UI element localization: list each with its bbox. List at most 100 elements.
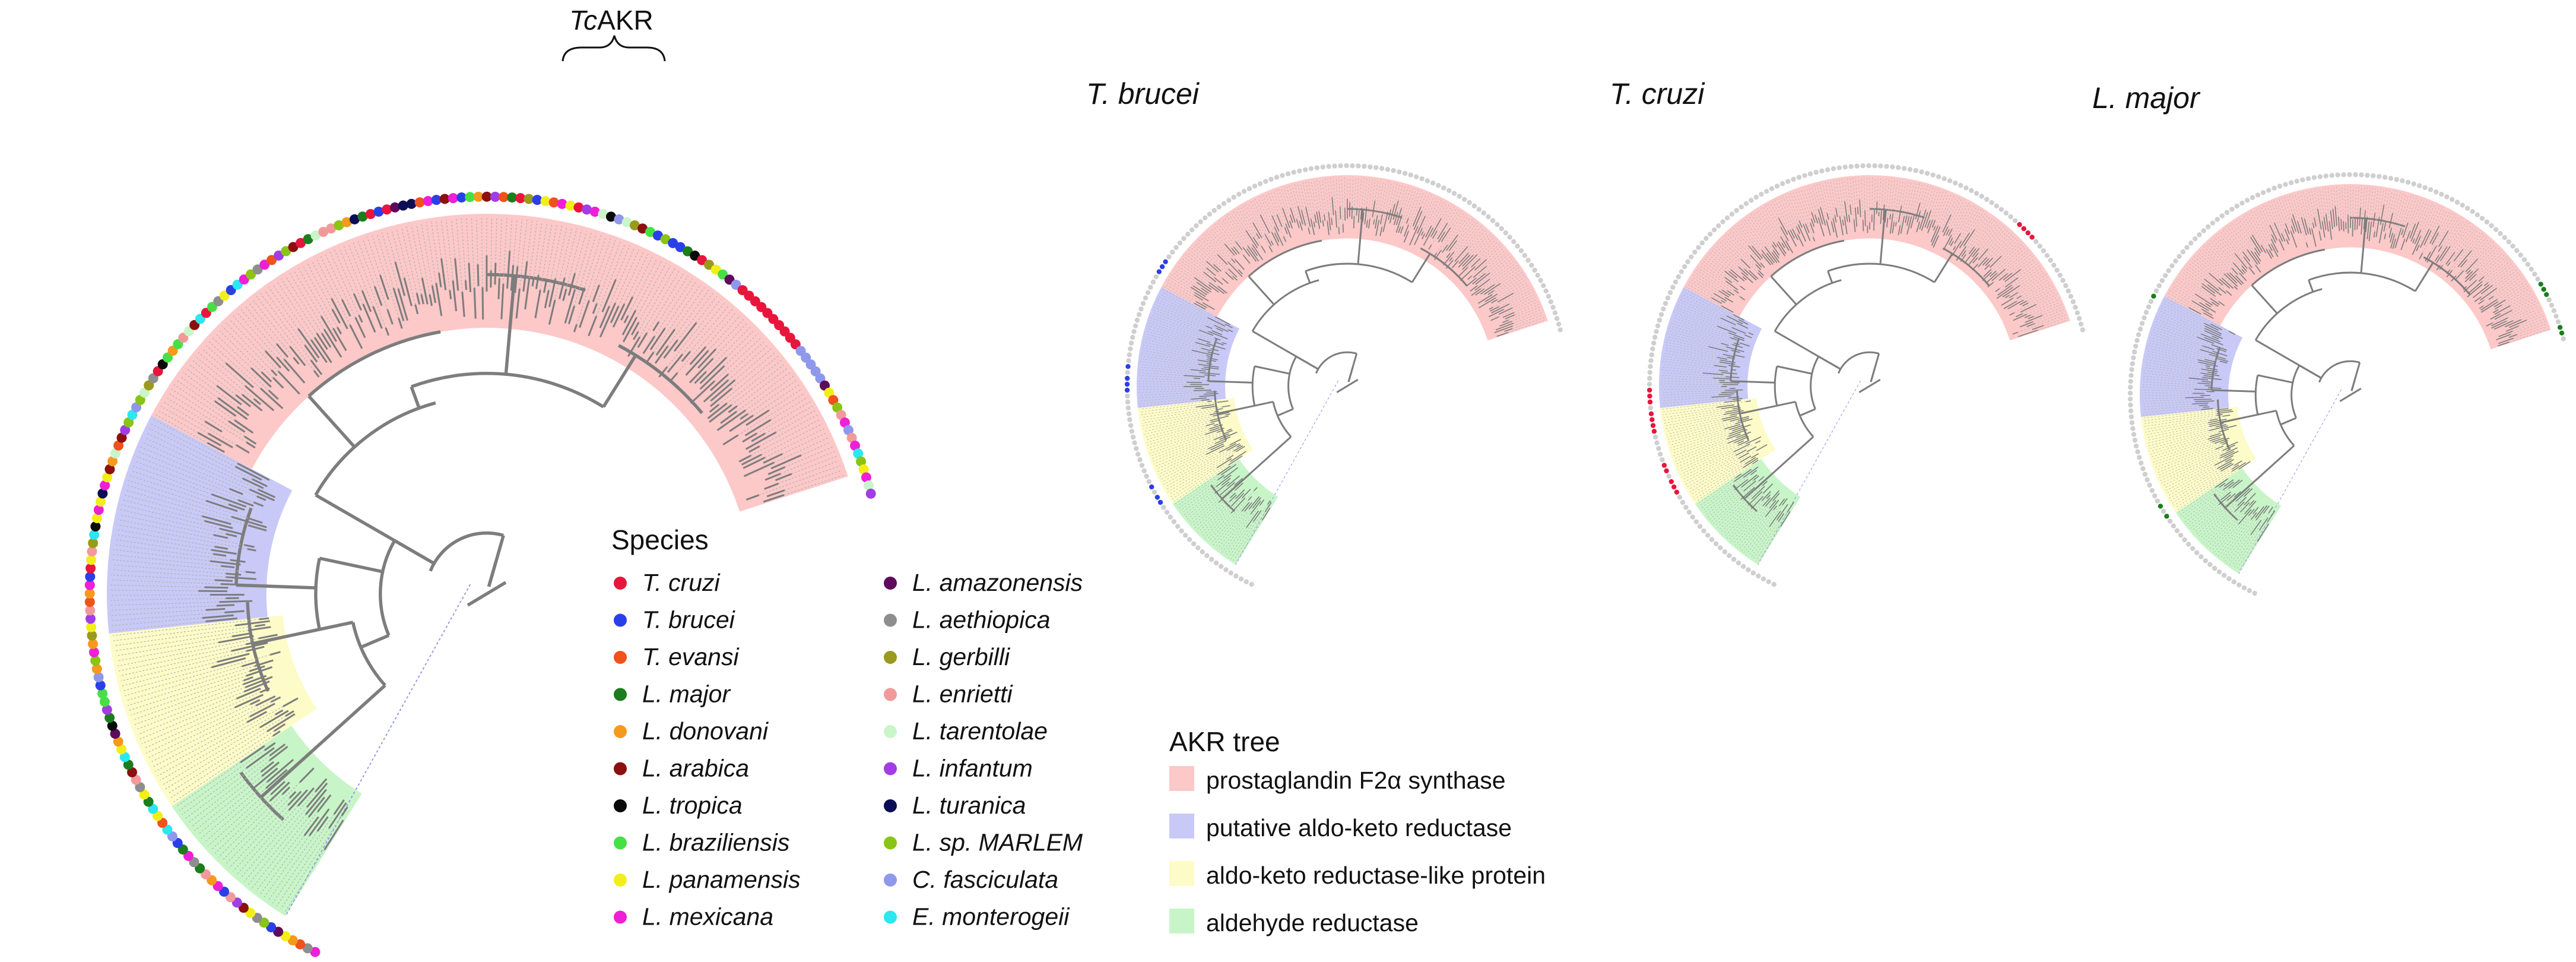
terminal-branch [268, 390, 279, 400]
terminal-branch [246, 645, 265, 652]
tip-dot [1683, 505, 1689, 510]
terminal-branch [211, 549, 237, 555]
terminal-branch [1987, 281, 1994, 288]
tip-dot [439, 194, 450, 204]
terminal-branch [1264, 502, 1272, 512]
terminal-branch [2001, 298, 2014, 306]
tip-dot [1128, 346, 1133, 352]
tip-leader-line [784, 470, 842, 491]
tip-leader-line [2512, 298, 2536, 311]
tip-dot [97, 688, 108, 699]
terminal-branch [1713, 377, 1732, 380]
terminal-branch [246, 747, 275, 769]
tip-leader-line [1737, 224, 1762, 255]
terminal-branch [1270, 240, 1274, 245]
terminal-branch [2019, 300, 2027, 306]
tip-dot [382, 204, 392, 215]
terminal-branch [592, 284, 600, 302]
tip-dot [1302, 167, 1308, 173]
tip-dot [605, 211, 616, 222]
terminal-branch [1198, 363, 1219, 368]
tip-leader-line [2036, 294, 2057, 305]
internal-branch [2308, 280, 2314, 293]
panel-tree-branches [1661, 177, 2068, 562]
tip-leader-line [2014, 291, 2056, 313]
tip-leader-line [1178, 262, 1209, 286]
tip-dot [2341, 172, 2346, 178]
tip-dot [2190, 546, 2196, 551]
tip-leader-line [1767, 204, 1781, 227]
clade-sector-blue [2140, 296, 2243, 417]
tip-dot [1207, 211, 1213, 217]
tip-dot [1525, 258, 1531, 263]
tip-leader-line [2196, 254, 2222, 279]
internal-branch [487, 534, 505, 587]
tip-leader-line [2414, 201, 2430, 239]
species-label: L. mexicana [642, 903, 773, 931]
tip-leader-line [1951, 202, 1969, 236]
tip-leader-line [1151, 315, 1215, 338]
tip-leader-line [2216, 515, 2250, 555]
tip-dot [2155, 498, 2161, 504]
terminal-branch [258, 634, 278, 640]
terminal-branch [515, 288, 521, 319]
tip-leader-line [1720, 505, 1749, 533]
tip-leader-line [1514, 301, 1538, 313]
tip-dot [614, 214, 624, 224]
terminal-branch [1207, 440, 1227, 450]
terminal-branch [1216, 328, 1223, 332]
tip-leader-line [1901, 180, 1906, 206]
clade-sector-red [151, 213, 848, 512]
tip-leader-line [1858, 178, 1860, 200]
terminal-branch [1504, 328, 1513, 332]
tip-dot [2068, 293, 2074, 299]
tip-dot [2134, 338, 2140, 343]
terminal-branch [274, 723, 286, 732]
terminal-branch [1443, 251, 1455, 266]
tip-leader-line [682, 302, 725, 355]
tip-leader-line [1156, 302, 1217, 329]
terminal-branch [2270, 239, 2279, 253]
terminal-branch [1225, 271, 1234, 280]
tip-dot [2411, 181, 2416, 186]
tip-dot [119, 752, 130, 762]
tip-leader-line [129, 475, 207, 501]
terminal-branch [1927, 220, 1933, 233]
tip-leader-line [2145, 356, 2207, 368]
terminal-branch [2317, 208, 2322, 230]
terminal-branch [2493, 320, 2514, 330]
terminal-branch [2237, 496, 2247, 507]
terminal-branch [2214, 455, 2234, 466]
tip-leader-line [1713, 247, 1742, 273]
terminal-branch [1213, 264, 1222, 272]
terminal-branch [204, 420, 223, 433]
tip-leader-line [2476, 250, 2501, 275]
tip-leader-line [1661, 397, 1729, 404]
terminal-branch [2222, 444, 2235, 451]
terminal-branch [1758, 270, 1764, 276]
tip-leader-line [111, 612, 225, 621]
tip-dot [2137, 455, 2142, 460]
internal-branch-arc [429, 531, 504, 572]
terminal-branch [588, 315, 598, 337]
tip-leader-line [1143, 344, 1208, 358]
tip-leader-line [1930, 189, 1939, 211]
tip-dot [84, 588, 95, 599]
terminal-branch [2285, 223, 2290, 235]
tip-leader-line [192, 360, 236, 395]
internal-branch [1277, 408, 1294, 417]
species-legend-item: L. amazonensis [884, 569, 1083, 596]
internal-branch [1739, 401, 1796, 414]
internal-branch-arc [2216, 399, 2231, 450]
terminal-branch [1772, 244, 1780, 256]
terminal-branch [621, 309, 637, 336]
tip-leader-line [1141, 355, 1198, 365]
tip-dot [1647, 399, 1653, 405]
tip-dot [2151, 293, 2156, 299]
tip-leader-line [338, 248, 364, 305]
tip-leader-line [1741, 510, 1774, 551]
species-label: L. major [642, 681, 731, 708]
tip-dot [1651, 340, 1657, 346]
tip-leader-line [2199, 496, 2245, 539]
tip-dot [1326, 164, 1331, 169]
